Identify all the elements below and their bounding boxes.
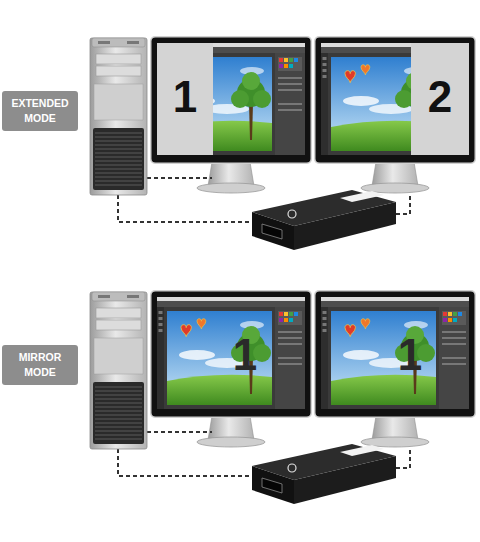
- monitor-screen: 1: [157, 43, 305, 155]
- extended-setup: [90, 36, 476, 250]
- screen-image: [321, 297, 469, 409]
- screen-image: [157, 297, 305, 409]
- mode-name: EXTENDED MODE: [8, 96, 72, 126]
- mode-label: EXTENDED MODE: [2, 91, 78, 131]
- screen-image: [321, 43, 469, 155]
- display-number: 1: [398, 333, 422, 377]
- monitor-screen: 1: [321, 297, 469, 409]
- desktop-panel: [157, 43, 213, 155]
- desktop-panel: [411, 43, 469, 155]
- monitor-screen: 2: [321, 43, 469, 155]
- display-number: 1: [173, 75, 197, 119]
- display-number: 1: [233, 333, 257, 377]
- mode-label: MIRROR MODE: [2, 345, 78, 385]
- mode-name: MIRROR MODE: [8, 350, 72, 380]
- screen-image: [157, 43, 305, 155]
- display-number: 2: [428, 75, 452, 119]
- mirror-setup: [90, 290, 476, 504]
- monitor-screen: 1: [157, 297, 305, 409]
